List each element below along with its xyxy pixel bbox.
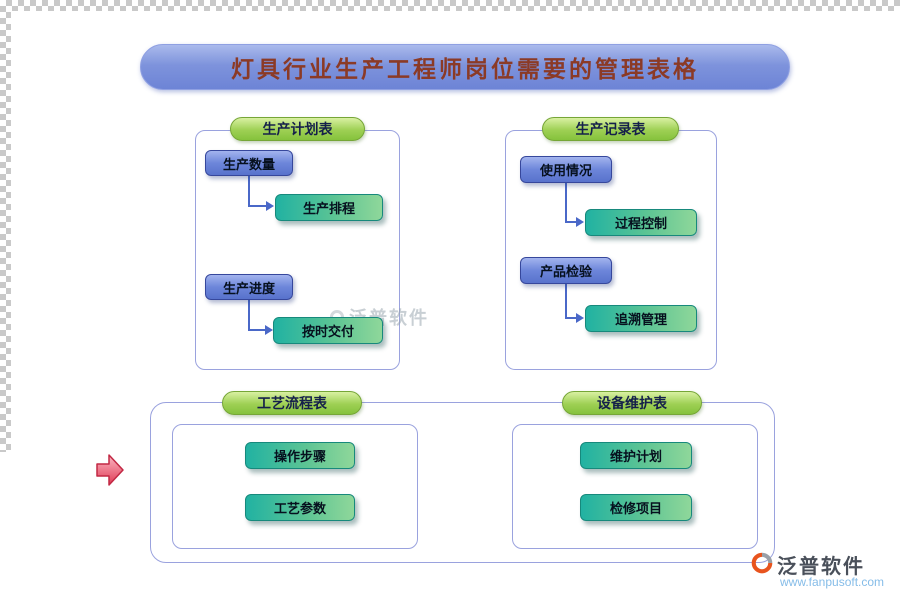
record-connector2-vline (565, 284, 567, 319)
red-right-arrow-icon (95, 451, 125, 494)
process-node-parameters: 工艺参数 (245, 494, 355, 521)
record-group-label: 生产记录表 (542, 117, 679, 141)
plan-node-scheduling: 生产排程 (275, 194, 383, 221)
maintenance-node-overhaul: 检修项目 (580, 494, 692, 521)
plan-connector2-vline (248, 300, 250, 331)
record-connector1-hline (565, 221, 577, 223)
record-node-usage: 使用情况 (520, 156, 612, 183)
checker-strip-bottom (0, 0, 900, 11)
process-group-label: 工艺流程表 (222, 391, 362, 415)
page-title: 灯具行业生产工程师岗位需要的管理表格 (140, 44, 790, 90)
footer-url-link[interactable]: www.fanpusoft.com (780, 575, 885, 589)
plan-node-quantity: 生产数量 (205, 150, 293, 176)
process-node-steps: 操作步骤 (245, 442, 355, 469)
plan-node-progress: 生产进度 (205, 274, 293, 300)
plan-connector1-arrowhead-icon (266, 201, 279, 211)
plan-connector2-hline (248, 329, 265, 331)
footer-brand: 泛普软件 (777, 556, 865, 578)
plan-connector2-arrowhead-icon (265, 325, 278, 335)
maintenance-group-label: 设备维护表 (562, 391, 702, 415)
record-connector1-vline (565, 183, 567, 223)
fanpu-logo-icon (751, 552, 773, 579)
record-node-process-control: 过程控制 (585, 209, 697, 236)
record-connector2-arrowhead-icon (576, 313, 589, 323)
checker-strip-left (0, 0, 11, 452)
record-node-traceability: 追溯管理 (585, 305, 697, 332)
plan-group-label: 生产计划表 (230, 117, 365, 141)
plan-connector1-vline (248, 176, 250, 207)
record-node-inspection: 产品检验 (520, 257, 612, 284)
maintenance-node-plan: 维护计划 (580, 442, 692, 469)
record-connector1-arrowhead-icon (576, 217, 589, 227)
plan-node-on-time-delivery: 按时交付 (273, 317, 383, 344)
plan-connector1-hline (248, 205, 266, 207)
record-connector2-hline (565, 317, 577, 319)
